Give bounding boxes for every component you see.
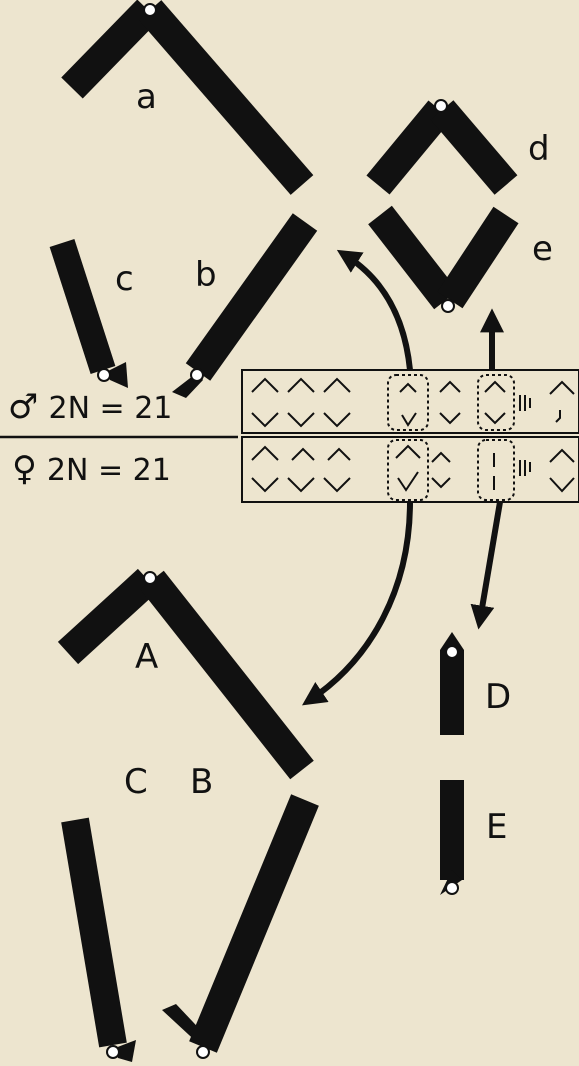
label-D: D [485,677,512,717]
label-a: a [136,77,157,117]
male-formula: ♂ 2N = 21 [8,390,172,424]
centromere-icon [445,645,459,659]
male-karyotype-box [241,369,579,434]
male-symbol-icon: ♂ [8,387,39,427]
arrow-to-male-trivalent [336,249,413,371]
arrow-to-female-trivalent [302,501,413,706]
female-chromosome-A [57,568,314,780]
female-chromosome-E [440,780,464,895]
label-e: e [532,229,553,269]
label-d: d [528,129,550,169]
female-formula-text: 2N = 21 [46,453,171,488]
centromere-icon [441,299,455,313]
male-chromosome-b [172,213,318,398]
centromere-icon [143,3,157,17]
female-symbol-icon: ♀ [12,449,37,489]
female-formula: ♀ 2N = 21 [12,452,171,486]
female-chromosome-C [61,817,136,1062]
female-chromosome-B [162,794,319,1059]
male-bivalent-e [368,205,519,313]
male-chromosome-a [61,0,314,195]
female-chromosome-D [440,632,464,735]
centromere-icon [106,1045,120,1059]
label-A: A [135,637,159,677]
female-karyotype-box [241,436,579,503]
label-E: E [486,807,508,847]
centromere-icon [190,368,204,382]
centromere-icon [434,99,448,113]
male-formula-text: 2N = 21 [48,391,173,426]
centromere-icon [196,1045,210,1059]
label-C: C [124,762,148,802]
label-b: b [195,255,217,295]
centromere-icon [143,571,157,585]
male-bivalent-d [366,99,518,195]
centromere-icon [97,368,111,382]
label-c: c [115,259,134,299]
centromere-icon [445,881,459,895]
arrow-to-female-univalent [470,501,503,630]
label-B: B [190,762,214,802]
male-chromosome-c [49,239,128,388]
